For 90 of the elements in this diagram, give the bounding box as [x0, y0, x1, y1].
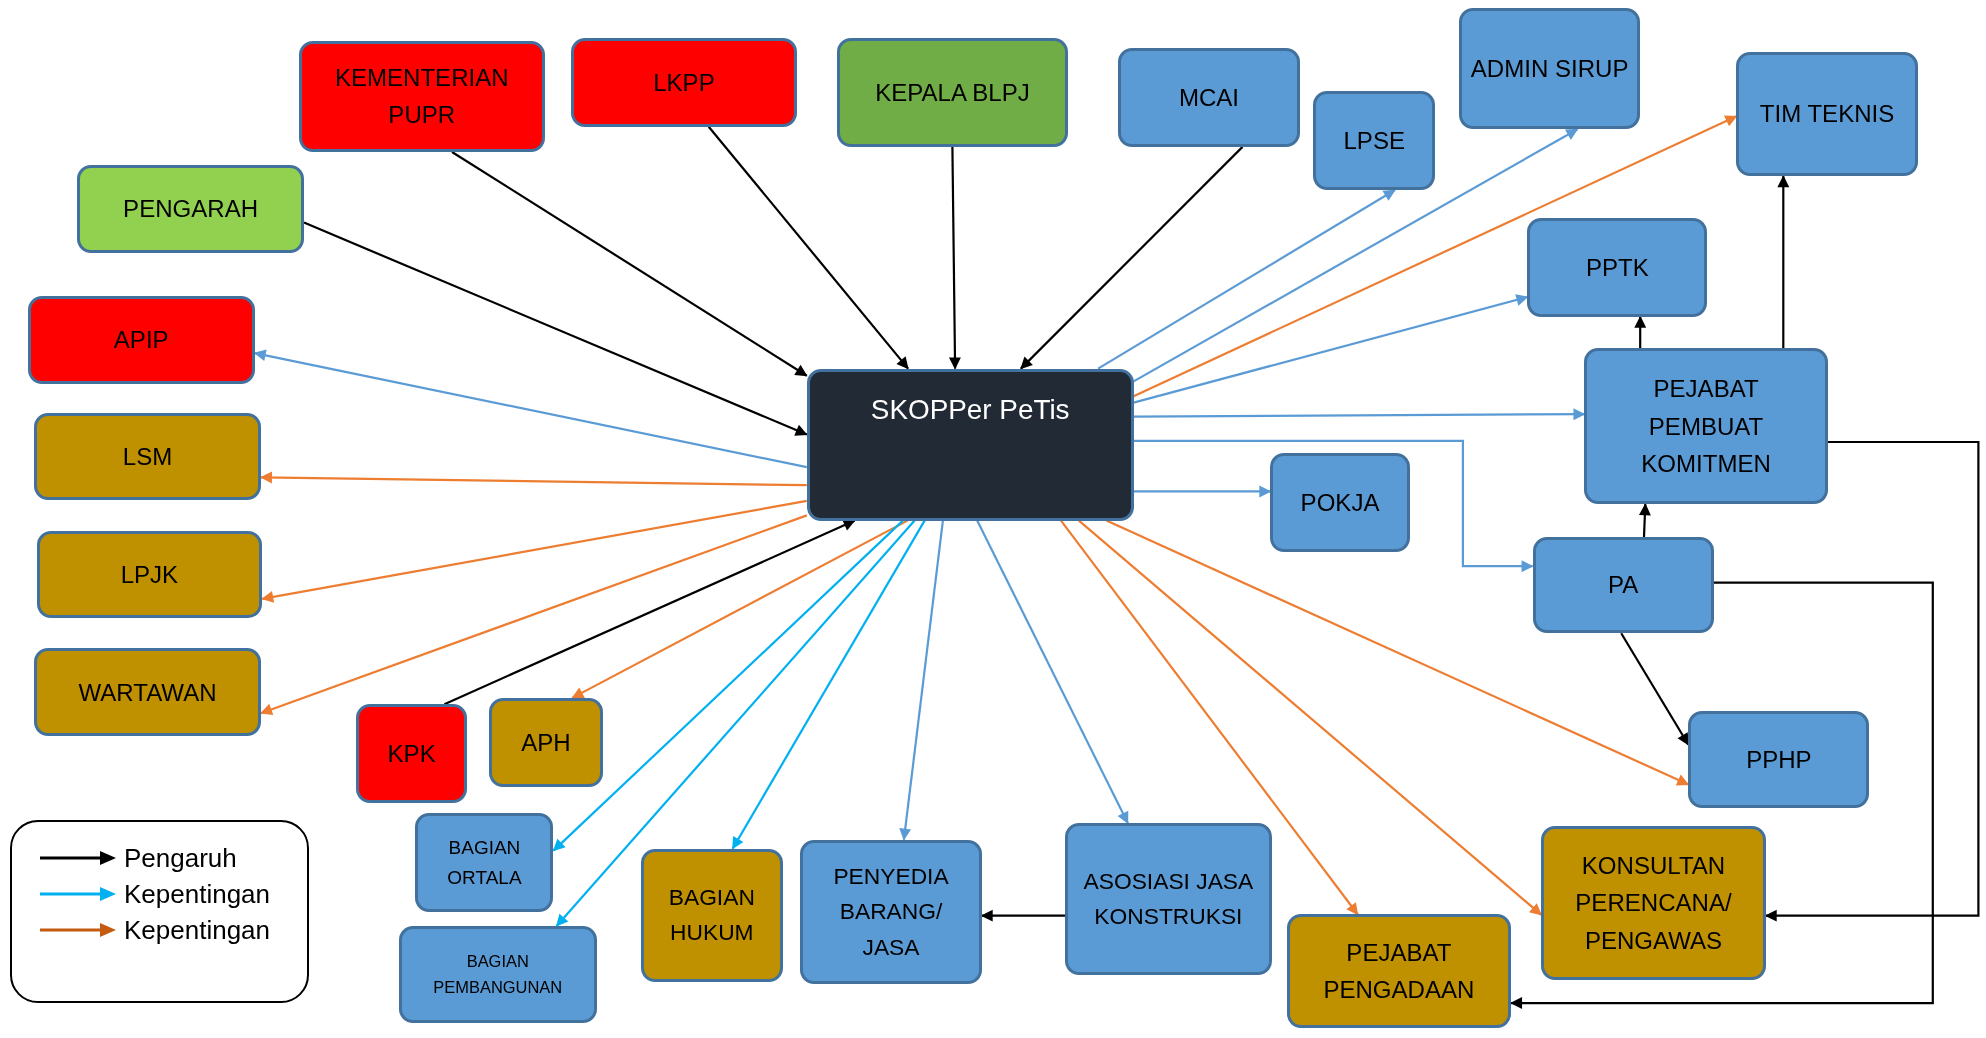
process-box	[398, 925, 597, 1024]
process-box	[1584, 348, 1828, 505]
arrow	[948, 146, 961, 370]
legend-label: Kepentingan	[124, 917, 271, 943]
node-label: SKOPPer PeTis	[870, 392, 1070, 427]
node-label: PPHP	[1746, 744, 1812, 775]
arrow	[1020, 146, 1244, 370]
arrow	[1060, 519, 1359, 916]
process-box	[1118, 48, 1300, 147]
arrow	[1634, 315, 1647, 349]
process-box	[34, 412, 261, 501]
arrow	[260, 514, 808, 716]
process-box	[488, 697, 603, 787]
arrow	[707, 126, 909, 370]
arrow	[980, 909, 1066, 922]
process-box	[571, 38, 797, 127]
process-box	[1532, 537, 1714, 634]
arrow	[1133, 439, 1534, 573]
process-box	[800, 839, 982, 985]
node-label: PENYEDIA BARANG/ JASA	[832, 861, 950, 962]
node-label: KPK	[387, 738, 436, 769]
arrow	[1620, 632, 1690, 746]
process-box	[1313, 91, 1435, 190]
node-label: BAGIAN ORTALA	[446, 836, 523, 890]
node-label: LPSE	[1343, 125, 1405, 156]
arrow	[1133, 485, 1272, 498]
arrow	[731, 520, 926, 850]
arrow	[1133, 128, 1579, 383]
arrow	[260, 471, 807, 487]
arrow	[253, 349, 808, 469]
node-label: BAGIAN PEMBANGUNAN	[432, 951, 564, 998]
node-label: PEJABAT PEMBUAT KOMITMEN	[1640, 374, 1772, 479]
arrow	[1105, 519, 1690, 786]
node-label: TIM TEKNIS	[1759, 99, 1895, 130]
arrow	[555, 519, 916, 927]
node-label: WARTAWAN	[78, 677, 217, 708]
arrow	[571, 519, 908, 699]
process-box	[1286, 914, 1511, 1029]
process-box	[1459, 7, 1641, 130]
arrow	[1078, 519, 1543, 916]
process-box	[34, 648, 261, 736]
arrow	[261, 499, 807, 603]
process-box	[415, 813, 554, 912]
arrow	[899, 520, 944, 841]
process-box	[77, 164, 304, 254]
node-label: PEJABAT PENGADAAN	[1322, 938, 1476, 1006]
node-label: KEMENTERIAN PUPR	[333, 62, 510, 131]
arrow	[451, 151, 808, 377]
arrow	[976, 520, 1129, 825]
process-box	[298, 40, 545, 152]
process-box	[1270, 453, 1410, 553]
arrow	[1133, 115, 1738, 398]
node-label: PPTK	[1586, 252, 1649, 283]
arrow	[443, 519, 856, 706]
node-label: PENGARAH	[123, 194, 259, 225]
arrow	[1097, 189, 1396, 370]
node-label: APIP	[113, 325, 169, 356]
process-box	[1527, 217, 1708, 317]
node-label: POKJA	[1300, 488, 1380, 519]
arrow	[1764, 440, 1980, 922]
node-label: LKPP	[653, 67, 715, 98]
node-label: APH	[521, 727, 571, 758]
central-box	[806, 368, 1134, 521]
process-box	[1065, 823, 1272, 976]
process-box	[1541, 825, 1766, 981]
process-box	[27, 296, 255, 384]
node-label: ADMIN SIRUP	[1470, 53, 1629, 84]
process-box	[1736, 51, 1918, 177]
arrow	[1133, 408, 1586, 421]
arrow	[1133, 294, 1529, 404]
arrow	[1510, 581, 1934, 1009]
legend-label: Pengaruh	[124, 845, 237, 871]
process-box	[837, 38, 1068, 147]
node-label: BAGIAN HUKUM	[667, 882, 756, 948]
arrow	[552, 519, 904, 852]
node-label: LPJK	[120, 559, 179, 590]
node-label: LSM	[122, 441, 173, 472]
node-label: ASOSIASI JASA KONSTRUKSI	[1082, 866, 1255, 932]
arrow	[1777, 175, 1790, 349]
legend-label: Kepentingan	[124, 881, 271, 907]
node-label: KONSULTAN PERENCANA/ PENGAWAS	[1574, 851, 1733, 956]
node-label: PA	[1607, 570, 1639, 601]
node-label: MCAI	[1178, 82, 1239, 113]
process-box	[640, 848, 783, 982]
process-box	[1688, 710, 1870, 809]
node-label: KEPALA BLPJ	[875, 77, 1030, 108]
process-box	[36, 530, 263, 619]
process-box	[355, 704, 468, 803]
arrow	[303, 221, 808, 436]
arrow	[1639, 503, 1651, 538]
